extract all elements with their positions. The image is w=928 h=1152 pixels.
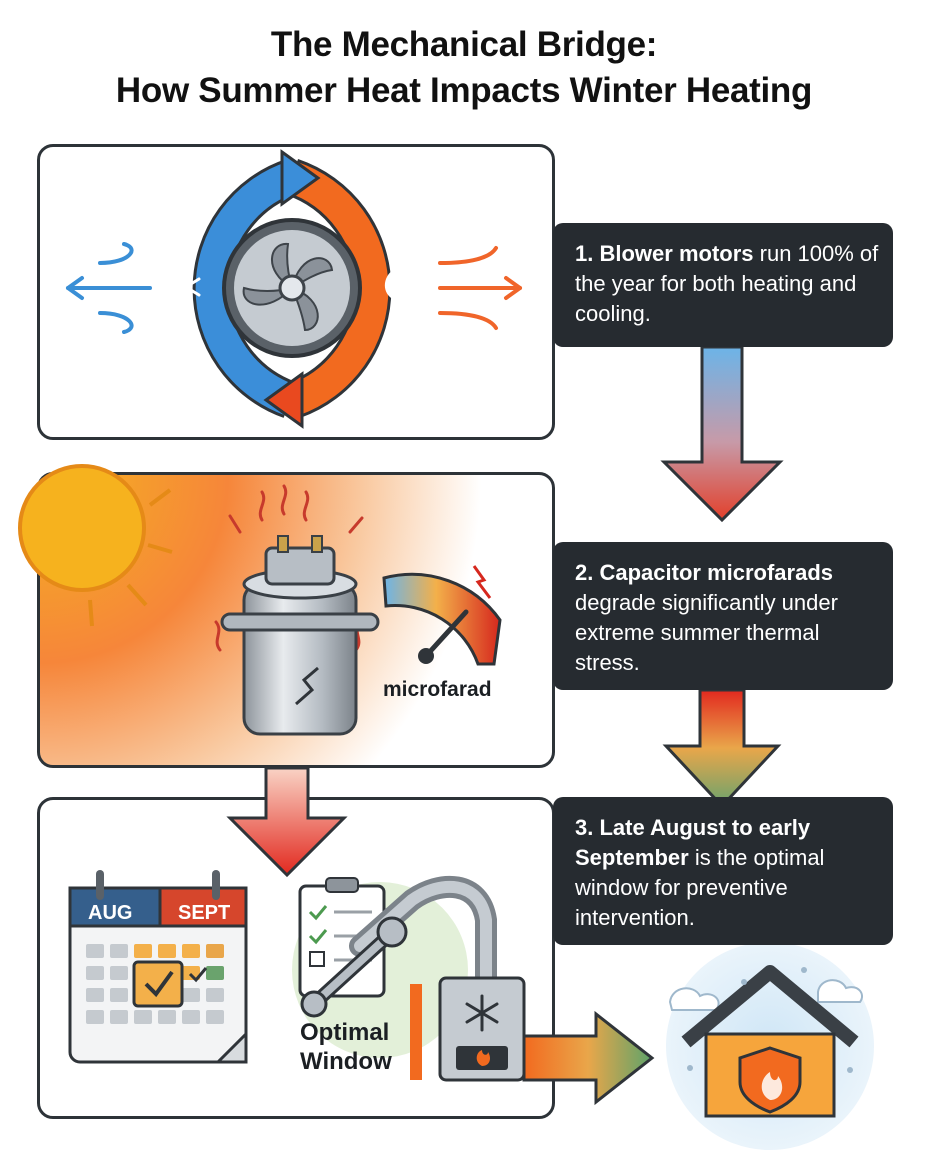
house-icon (666, 942, 874, 1150)
step-3-text: is the optimal window for preventive int… (575, 845, 825, 930)
panel-blower-motor (37, 144, 555, 440)
arrow-step2-to-step3 (662, 688, 782, 809)
panel-capacitor (37, 472, 555, 768)
page-title: The Mechanical Bridge: How Summer Heat I… (0, 22, 928, 114)
step-1-callout: 1. Blower motors run 100% of the year fo… (553, 223, 893, 347)
optimal-window-label: Optimal Window (300, 1018, 392, 1076)
step-2-number: 2. (575, 560, 594, 585)
calendar-month-sept: SEPT (178, 902, 231, 924)
panel-optimal-window (37, 797, 555, 1119)
step-2-callout: 2. Capacitor microfarads degrade signifi… (553, 542, 893, 690)
calendar-month-aug: AUG (88, 902, 133, 924)
step-1-number: 1. (575, 241, 594, 266)
title-line-2: How Summer Heat Impacts Winter Heating (115, 71, 813, 110)
step-2-text: degrade significantly under extreme summ… (575, 590, 838, 675)
step-1-text: run 100% of the year for both heating an… (575, 241, 879, 326)
step-2-bold: Capacitor microfarads (599, 560, 834, 585)
optimal-window-line-1: Optimal (300, 1019, 390, 1046)
step-1-bold: Blower motors (599, 241, 754, 266)
step-3-bold: Late August to early September (575, 815, 811, 870)
gauge-label: microfarad (383, 678, 492, 701)
step-3-callout: 3. Late August to early September is the… (553, 797, 893, 945)
title-line-1: The Mechanical Bridge: (270, 25, 658, 64)
step-3-number: 3. (575, 815, 594, 840)
optimal-window-line-2: Window (300, 1048, 392, 1075)
arrow-step1-to-step2 (660, 345, 784, 523)
